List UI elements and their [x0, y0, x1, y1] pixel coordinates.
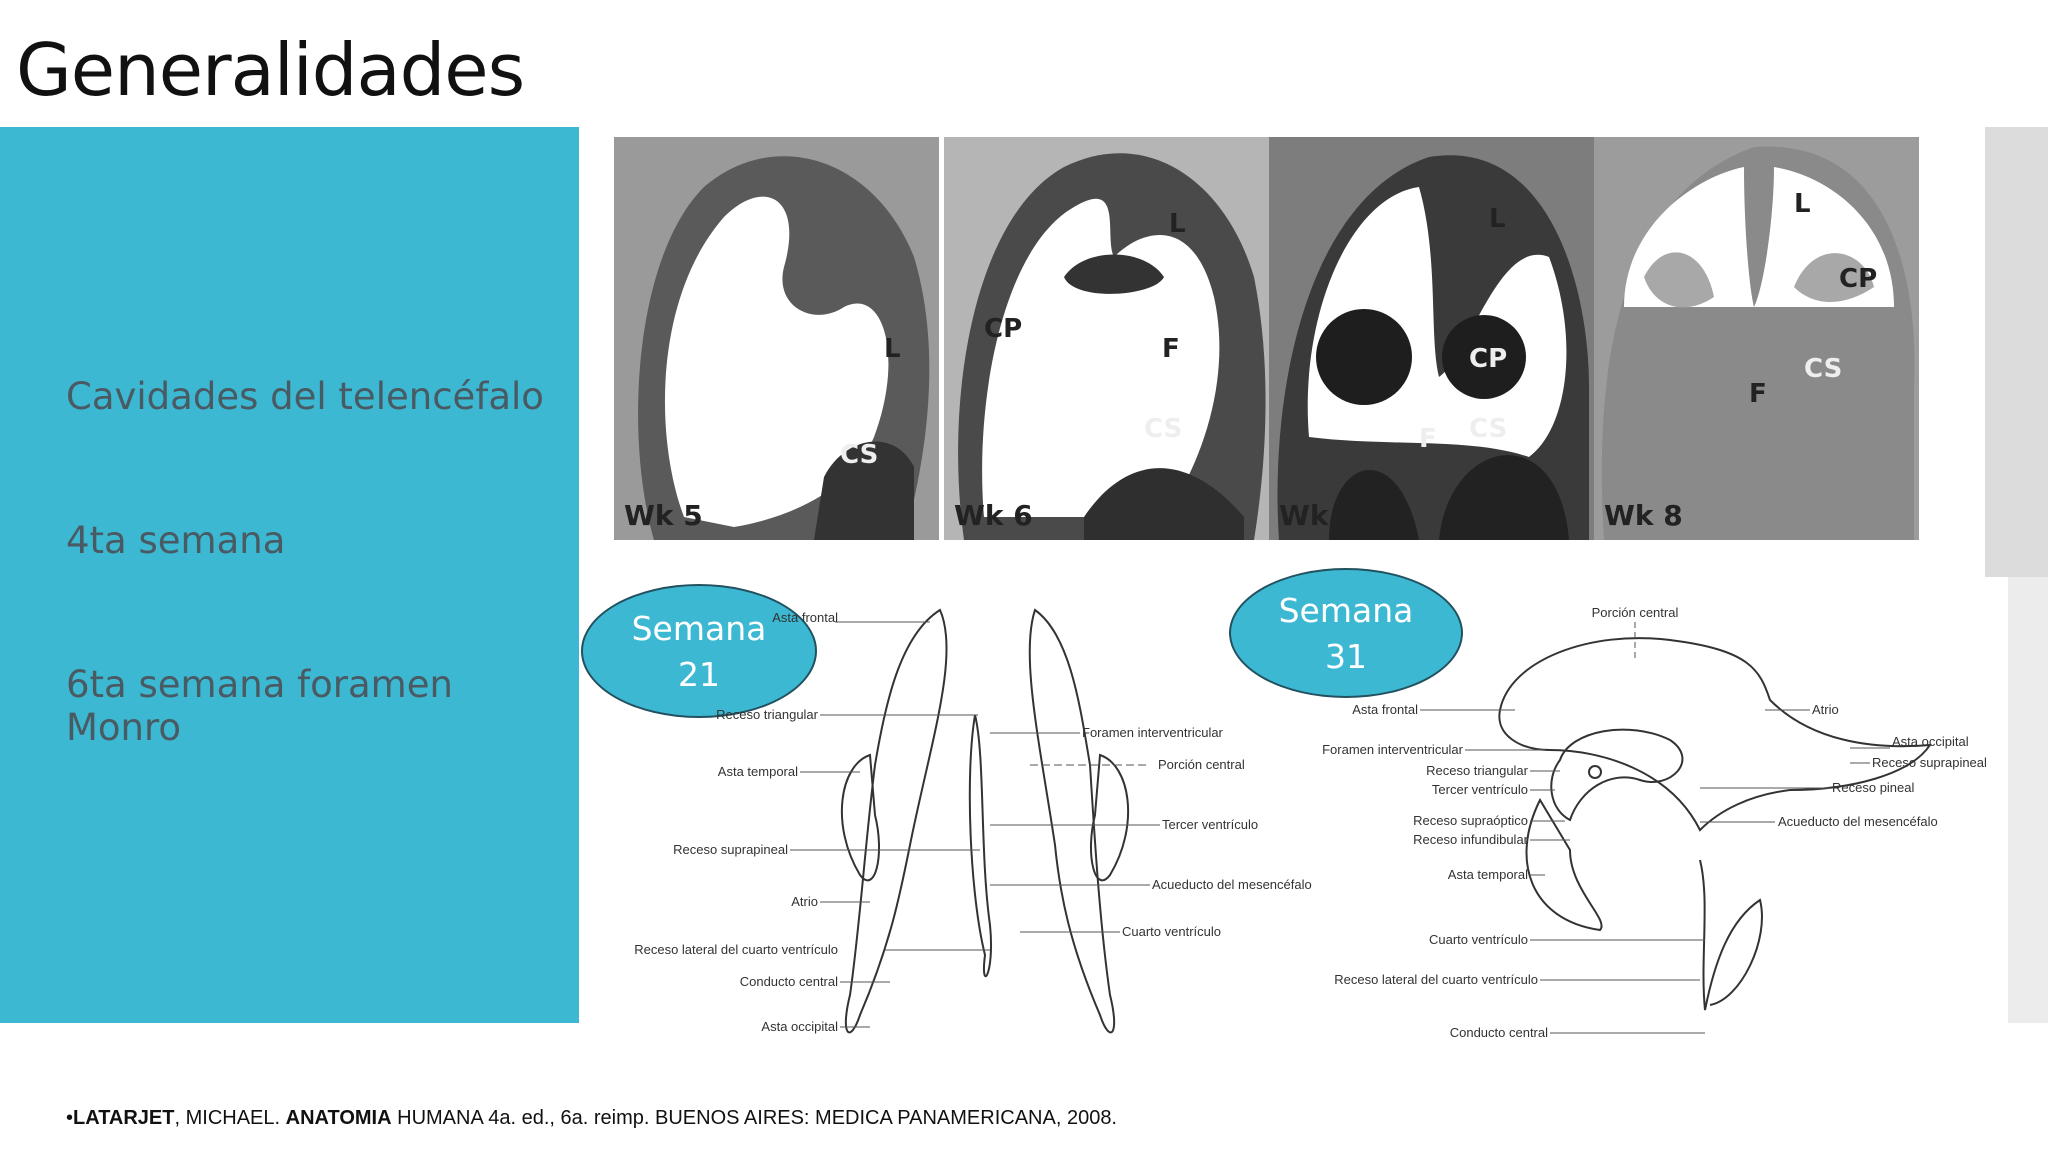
section-wk5-image: L CS: [614, 137, 939, 540]
label-acueducto: Acueducto del mesencéfalo: [1778, 814, 1938, 829]
label-F: F: [1749, 379, 1767, 409]
section-wk7-image: L CP F CS: [1269, 137, 1594, 540]
callout-week31-line1: Semana: [1278, 591, 1414, 630]
section-wk5: L CS Wk 5: [614, 137, 939, 540]
slide-title: Generalidades: [16, 28, 525, 112]
label-foramen-interventricular: Foramen interventricular: [1322, 742, 1464, 757]
citation-author: LATARJET: [73, 1107, 175, 1129]
label-CS: CS: [1469, 414, 1507, 444]
label-conducto-central: Conducto central: [1450, 1025, 1548, 1040]
label-CP: CP: [1839, 264, 1877, 294]
week-label: Wk 5: [624, 499, 703, 532]
right-edge-strip: [1985, 127, 2048, 577]
label-receso-supraoptico: Receso supraóptico: [1413, 813, 1528, 828]
label-CS: CS: [1144, 414, 1182, 444]
label-L: L: [1794, 189, 1811, 219]
label-porcion-central: Porción central: [1592, 605, 1679, 620]
section-wk8: L CP F CS Wk 8: [1594, 137, 1919, 540]
citation-title: ANATOMIA: [285, 1107, 392, 1129]
week-label: Wk 8: [1604, 499, 1683, 532]
citation-rest: HUMANA 4a. ed., 6a. reimp. BUENOS AIRES:…: [391, 1107, 1117, 1129]
citation-author-rest: , MICHAEL.: [174, 1107, 286, 1129]
label-CS: CS: [1804, 354, 1842, 384]
label-foramen-interventricular: Foramen interventricular: [1082, 725, 1224, 740]
label-asta-temporal: Asta temporal: [718, 764, 798, 779]
label-F: F: [1419, 424, 1437, 454]
callout-week21-line2: 21: [678, 655, 720, 694]
section-wk6: L CP F CS Wk 6: [944, 137, 1269, 540]
label-atrio: Atrio: [791, 894, 818, 909]
label-asta-frontal: Asta frontal: [1352, 702, 1418, 717]
section-wk6-image: L CP F CS: [944, 137, 1269, 540]
label-receso-suprapineal: Receso suprapineal: [673, 842, 788, 857]
label-L: L: [884, 334, 901, 364]
label-CP: CP: [1469, 344, 1507, 374]
label-CS: CS: [840, 440, 878, 470]
left-panel: Cavidades del telencéfalo 4ta semana 6ta…: [0, 127, 579, 1023]
label-cuarto-ventriculo: Cuarto ventrículo: [1429, 932, 1528, 947]
label-receso-triangular: Receso triangular: [1426, 763, 1529, 778]
callout-week31-line2: 31: [1325, 637, 1367, 676]
label-asta-occipital: Asta occipital: [1892, 734, 1969, 749]
label-asta-temporal: Asta temporal: [1448, 867, 1528, 882]
bullet-week6: 6ta semana foramen Monro: [66, 663, 453, 749]
label-receso-triangular: Receso triangular: [716, 707, 819, 722]
label-tercer-ventriculo: Tercer ventrículo: [1432, 782, 1528, 797]
label-L: L: [1169, 209, 1186, 239]
label-L: L: [1489, 204, 1506, 234]
label-receso-infundibular: Receso infundibular: [1413, 832, 1529, 847]
label-receso-pineal: Receso pineal: [1832, 780, 1914, 795]
ventricles-diagram-superior: Asta frontal Receso triangular Asta temp…: [634, 608, 1312, 1034]
label-conducto-central: Conducto central: [740, 974, 838, 989]
label-porcion-central: Porción central: [1158, 757, 1245, 772]
label-receso-lateral: Receso lateral del cuarto ventrículo: [1334, 972, 1538, 987]
label-acueducto: Acueducto del mesencéfalo: [1152, 877, 1312, 892]
section-wk8-image: L CP F CS: [1594, 137, 1919, 540]
callout-week21: Semana 21: [581, 584, 817, 718]
section-wk7: L CP F CS Wk 7: [1269, 137, 1594, 540]
bullet-week4: 4ta semana: [66, 519, 286, 562]
citation-bullet: •: [66, 1107, 74, 1129]
label-asta-frontal: Asta frontal: [772, 610, 838, 625]
label-F: F: [1162, 334, 1180, 364]
right-edge-strip-lower: [2008, 577, 2048, 1023]
label-asta-occipital: Asta occipital: [761, 1019, 838, 1034]
label-CP: CP: [984, 314, 1022, 344]
label-cuarto-ventriculo: Cuarto ventrículo: [1122, 924, 1221, 939]
callout-week31: Semana 31: [1229, 568, 1463, 698]
week-label: Wk 6: [954, 499, 1033, 532]
label-receso-suprapineal: Receso suprapineal: [1872, 755, 1987, 770]
label-atrio: Atrio: [1812, 702, 1839, 717]
callout-week21-line1: Semana: [631, 609, 767, 648]
week-label: Wk 7: [1279, 499, 1358, 532]
bullet-telencephalon: Cavidades del telencéfalo: [66, 375, 544, 418]
label-tercer-ventriculo: Tercer ventrículo: [1162, 817, 1258, 832]
ventricles-diagram-lateral: Porción central Asta frontal Foramen int…: [1322, 605, 1987, 1040]
label-receso-lateral: Receso lateral del cuarto ventrículo: [634, 942, 838, 957]
citation: •LATARJET, MICHAEL. ANATOMIA HUMANA 4a. …: [66, 1107, 1117, 1130]
